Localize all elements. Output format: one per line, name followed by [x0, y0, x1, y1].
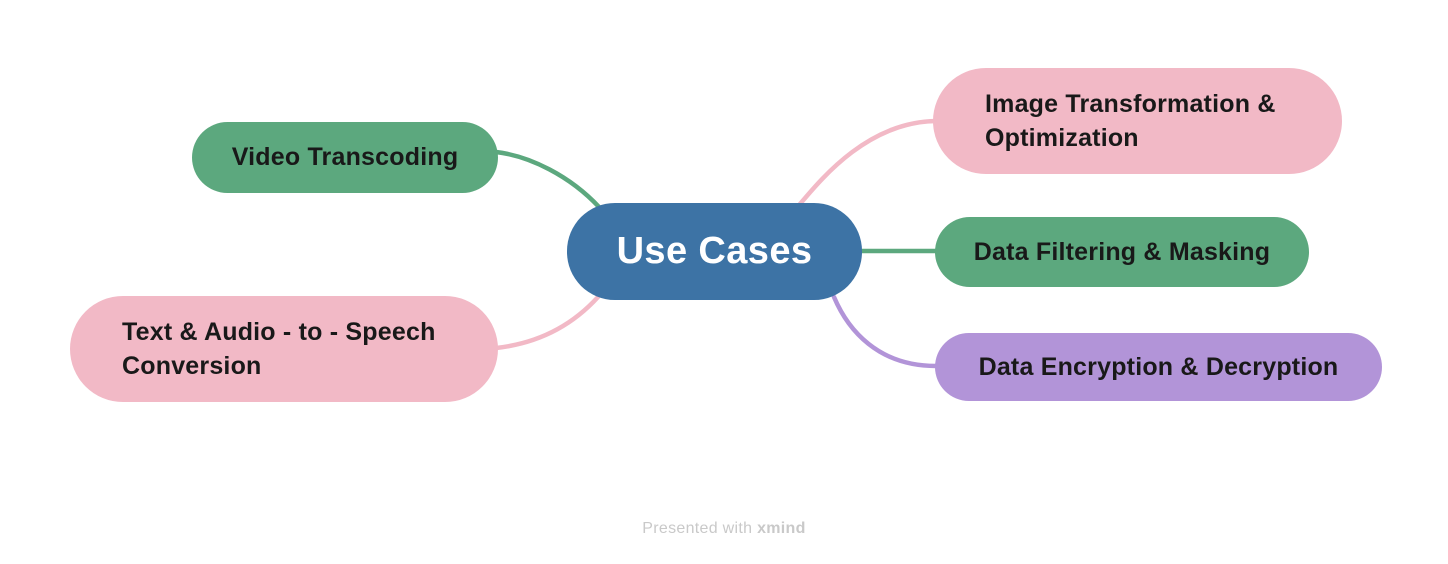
connector-data-encryption	[831, 294, 939, 369]
connector-video-transcoding	[493, 149, 602, 210]
node-text-audio-conversion-label: Text & Audio - to - Speech Conversion	[122, 318, 436, 380]
node-data-filtering[interactable]: Data Filtering & Masking	[935, 217, 1309, 287]
node-video-transcoding[interactable]: Video Transcoding	[192, 122, 498, 193]
node-data-filtering-label: Data Filtering & Masking	[973, 237, 1271, 266]
node-data-encryption[interactable]: Data Encryption & Decryption	[935, 333, 1382, 401]
node-data-encryption-label: Data Encryption & Decryption	[978, 352, 1339, 381]
watermark-text: Presented with	[642, 520, 753, 537]
node-use-cases[interactable]: Use Cases	[567, 203, 862, 300]
connector-text-audio	[493, 294, 601, 351]
node-text-audio-conversion[interactable]: Text & Audio - to - Speech Conversion	[70, 296, 498, 402]
node-video-transcoding-label: Video Transcoding	[231, 143, 459, 171]
watermark-brand: xmind	[757, 520, 806, 537]
connector-image-transformation	[797, 118, 939, 207]
node-image-transformation[interactable]: Image Transformation & Optimization	[933, 68, 1342, 174]
node-image-transformation-label: Image Transformation & Optimization	[985, 90, 1276, 152]
node-use-cases-label: Use Cases	[616, 230, 813, 272]
xmind-watermark: Presented with xmind	[0, 520, 1448, 538]
